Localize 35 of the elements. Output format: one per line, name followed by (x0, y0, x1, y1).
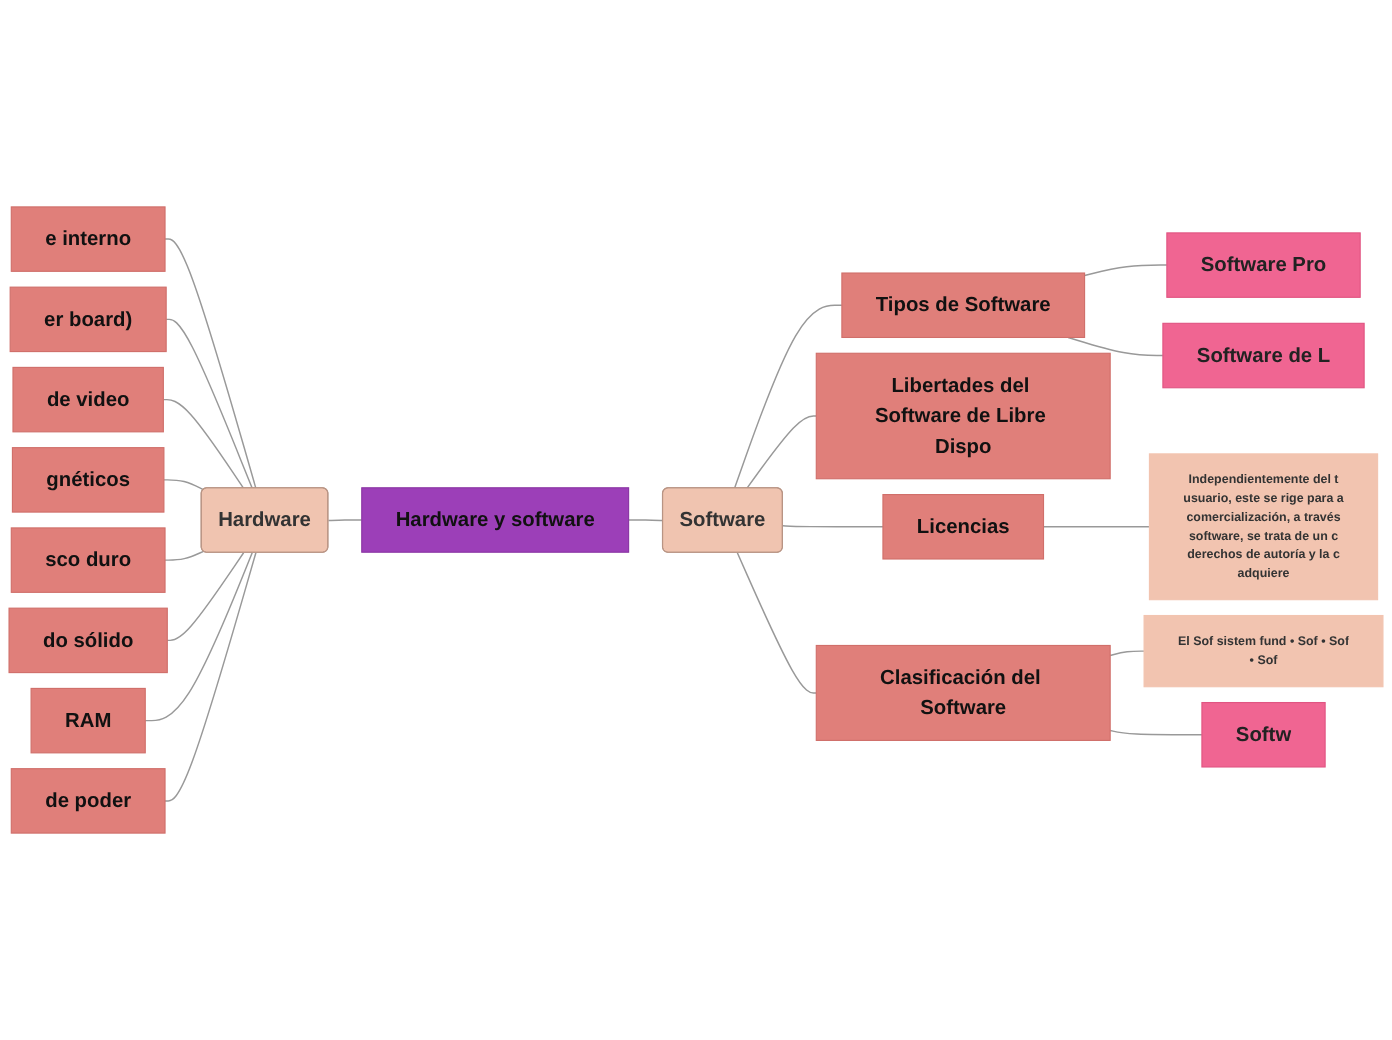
node-box: do sólido (8, 607, 168, 674)
node-box: gnéticos (11, 447, 165, 513)
connector (1109, 650, 1145, 657)
connector (162, 398, 245, 490)
node-box: Tipos de Software (841, 272, 1086, 338)
node-box: RAM (30, 687, 146, 754)
node-box: Software Pro (1166, 232, 1361, 298)
connector (1109, 729, 1203, 736)
node-box: Softw (1201, 702, 1326, 768)
connector (164, 552, 257, 802)
connector (1042, 526, 1151, 528)
connector (1067, 336, 1164, 357)
connector (627, 519, 664, 522)
node-box: de video (12, 366, 164, 433)
connector (164, 238, 257, 490)
connector (746, 415, 817, 490)
connector (144, 552, 253, 722)
connector (782, 525, 884, 528)
node-box: er board) (9, 286, 167, 353)
node-box: sco duro (10, 527, 166, 593)
node-box: e interno (10, 206, 166, 272)
node-box: Hardware y software (361, 487, 630, 553)
connector (736, 552, 817, 694)
connector (733, 304, 843, 490)
connector (165, 318, 253, 490)
connector (163, 479, 205, 491)
node-box: de poder (10, 768, 166, 834)
node-box: Libertades del Software de Libre Dispo (815, 352, 1111, 480)
connector (164, 550, 205, 561)
connector (327, 519, 363, 522)
node-box: Clasificación del Software (815, 644, 1111, 741)
connector (1083, 264, 1168, 277)
node-box: Licencias (882, 494, 1045, 560)
connector (166, 552, 245, 642)
node-box: Software de L (1162, 322, 1365, 389)
